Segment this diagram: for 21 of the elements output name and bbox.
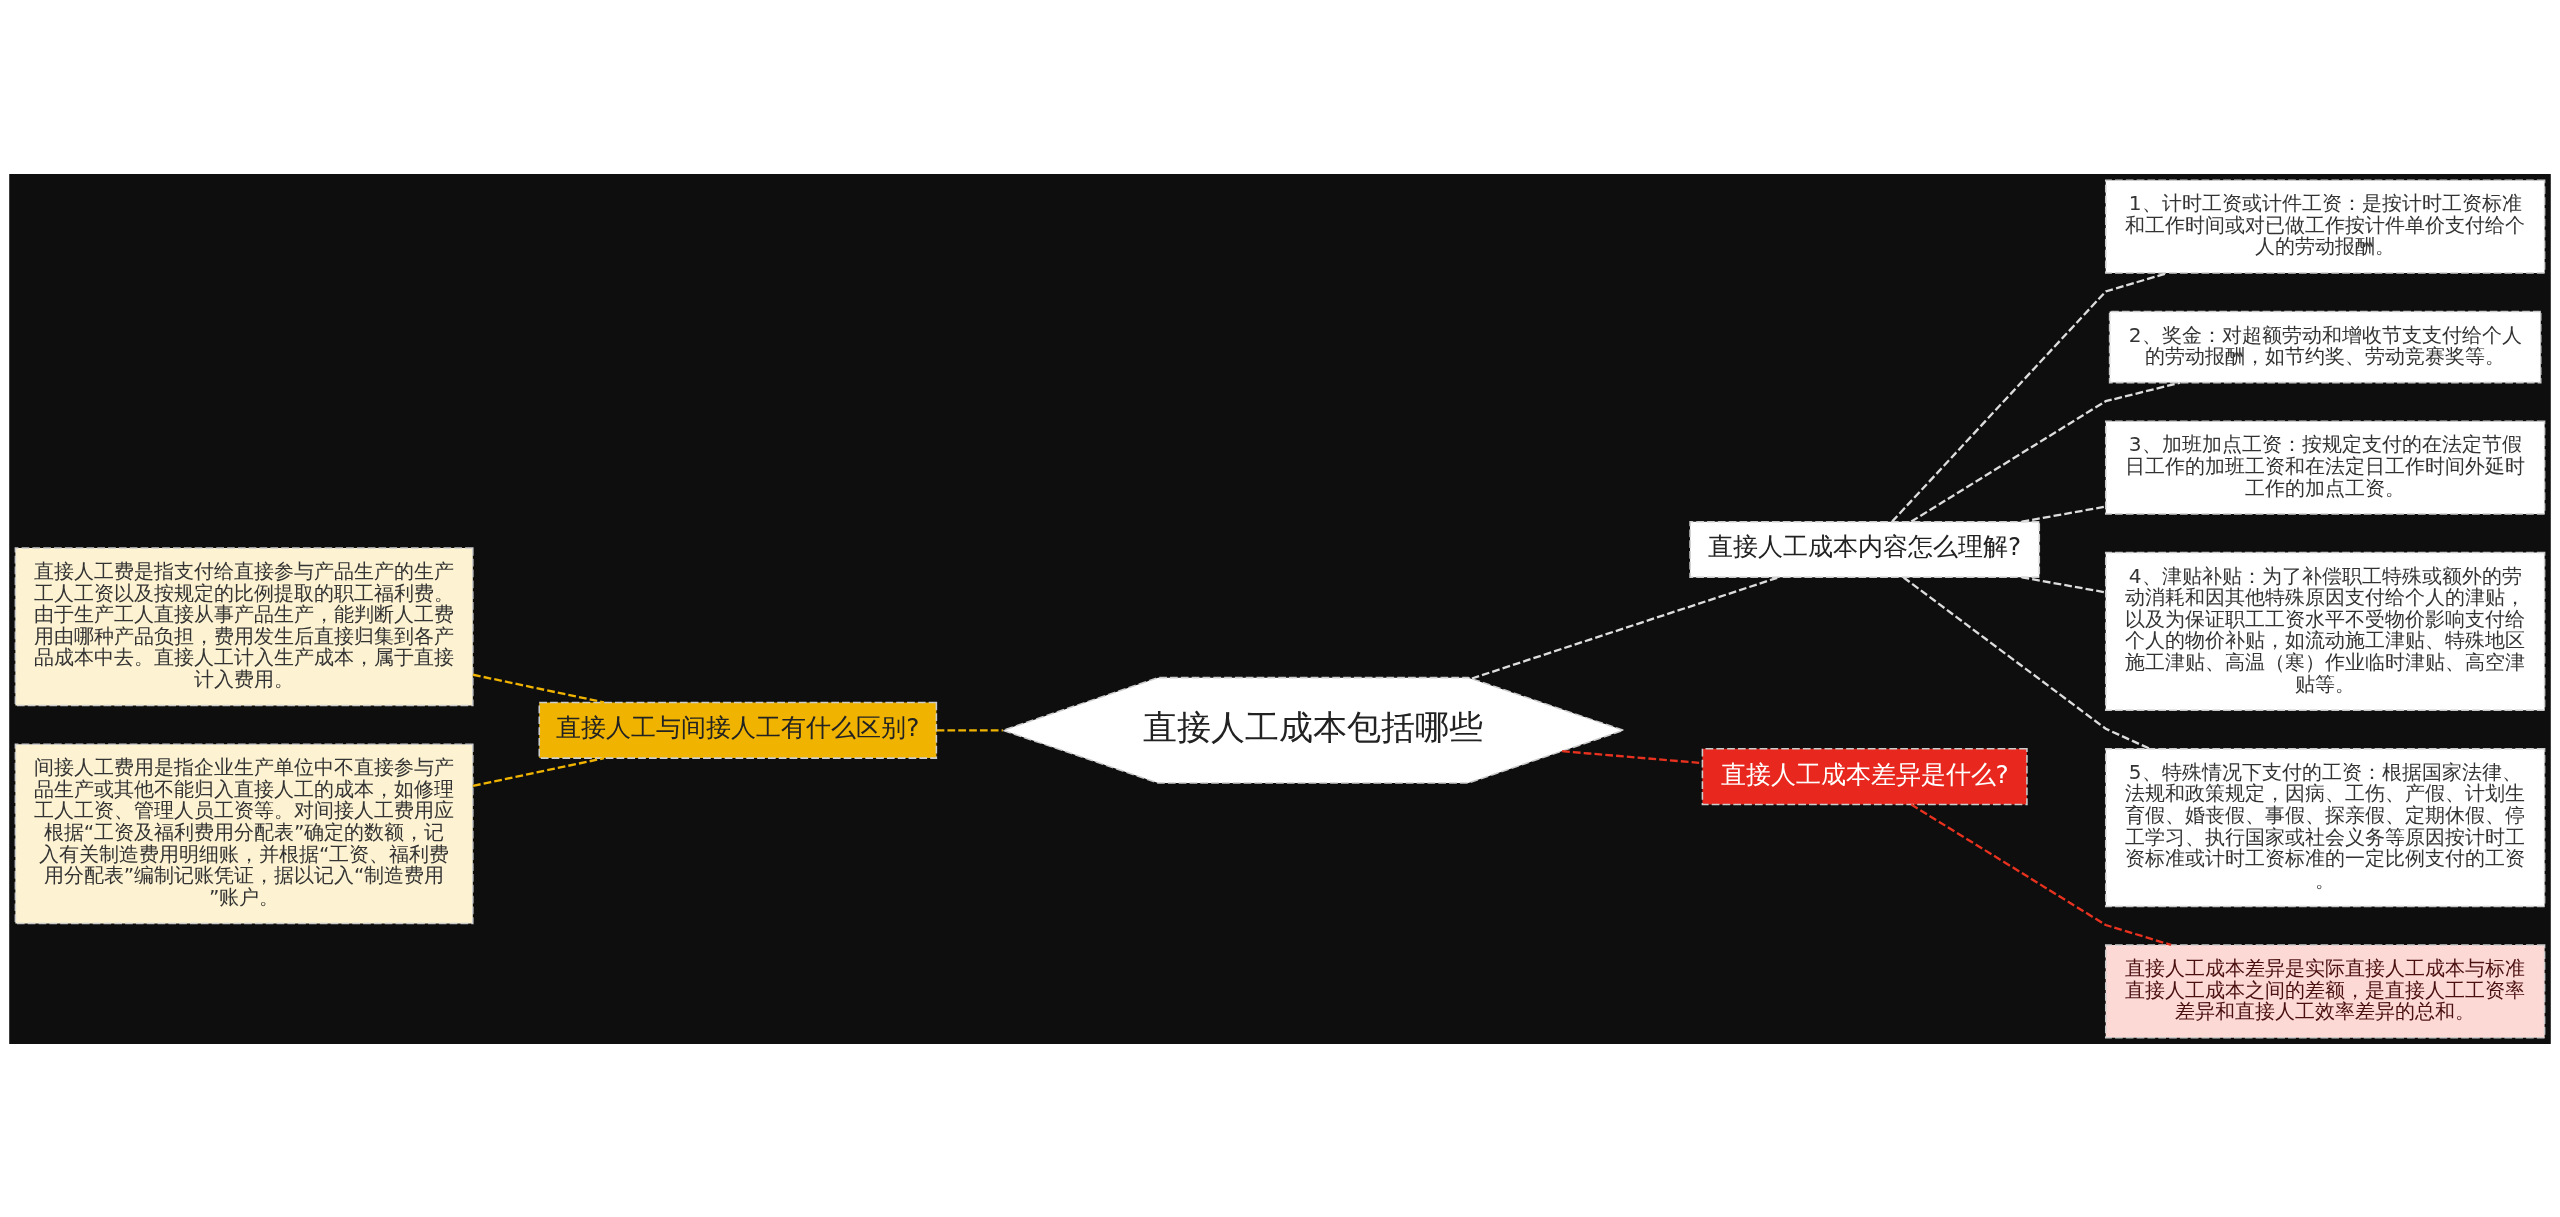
node-box: 直接人工成本差异是什么? [1701,747,2028,805]
node-box: 5、特殊情况下支付的工资：根据国家法律、法规和政策规定，因病、工伤、产假、计划生育假、婚丧假、事假、探亲假、定期休假、停工学习、执行国家或社会义务等原因按计时工资标准或计时工资标准的一定比例支付的工资。 [2104,747,2546,907]
node-box: 直接人工与间接人工有什么区别? [538,701,938,759]
node-box: 间接人工费用是指企业生产单位中不直接参与产品生产或其他不能归入直接人工的成本，如修理工人工资、管理人员工资等。对间接人工费用应根据“工资及福利费用分配表”确定的数额，记入有关制造费用明细账，并根据“工资、福利费用分配表”编制记账凭证，据以记入“制造费用”账户。 [14,742,474,924]
node-box: 4、津贴补贴：为了补偿职工特殊或额外的劳动消耗和因其他特殊原因支付给个人的津贴，以及为保证职工工资水平不受物价影响支付给个人的物价补贴，如流动施工津贴、特殊地区施工津贴、高温（寒）作业临时津贴、高空津贴等。 [2104,551,2546,711]
connector [936,728,1003,731]
connector [1891,271,2168,522]
connector [1910,803,2172,946]
connector [2021,575,2106,593]
connector [1910,381,2181,523]
connector [1902,576,2151,750]
node-box: 1、计时工资或计件工资：是按计时工资标准和工作时间或对已做工作按计件单价支付给个人的劳动报酬。 [2104,178,2546,274]
connector [472,673,605,703]
node-box: 2、奖金：对超额劳动和增收节支支付给个人的劳动报酬，如节约奖、劳动竞赛奖等。 [2108,310,2542,383]
node-box: 3、加班加点工资：按规定支付的在法定节假日工作的加班工资和在法定日工作时间外延时工作的加点工资。 [2104,419,2546,515]
node-box: 直接人工成本差异是实际直接人工成本与标准直接人工成本之间的差额，是直接人工工资率差异和直接人工效率差异的总和。 [2104,943,2546,1039]
connector [472,756,605,787]
connector [1471,575,1779,680]
node-box: 直接人工成本内容怎么理解? [1689,520,2041,578]
connector [2021,505,2106,523]
node-box: 直接人工费是指支付给直接参与产品生产的生产工人工资以及按规定的比例提取的职工福利费。由于生产工人直接从事产品生产，能判断人工费用由哪种产品负担，费用发生后直接归集到各产品成本中去。直接人工计入生产成本，属于直接计入费用。 [14,546,474,706]
